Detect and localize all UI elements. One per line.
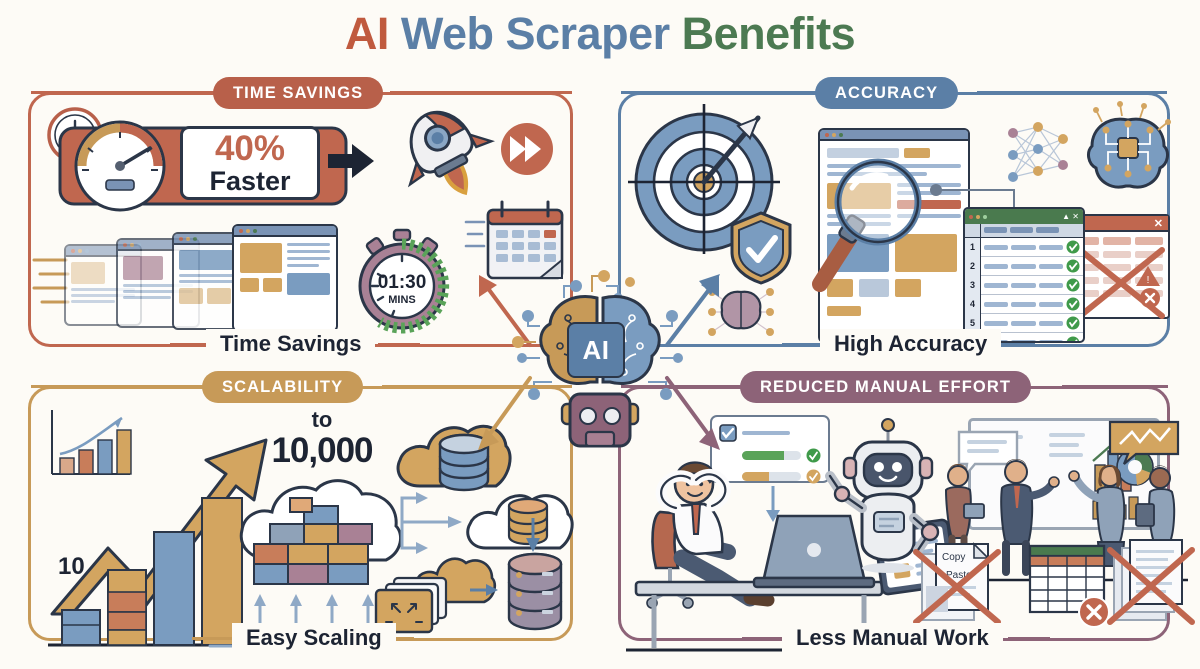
right-arrow-small-icon: [470, 584, 498, 596]
row-number: 5: [965, 313, 981, 333]
robot-icon: [825, 418, 940, 573]
scale-to-value: 10,000: [271, 431, 373, 470]
check-icon: [1066, 316, 1080, 330]
stat-panel-faster: 40% Faster: [180, 126, 320, 200]
check-icon: [1066, 240, 1080, 254]
label-time-savings: Time Savings: [206, 329, 376, 359]
scalability-bars: [48, 497, 244, 647]
badge-dash-left-bl: [31, 385, 205, 388]
crossed-papers-icon: [1107, 539, 1195, 625]
bar-chart-icon: [51, 410, 132, 475]
ai-chip-label: AI: [567, 322, 625, 378]
target-icon: [628, 104, 780, 254]
check-icon: [806, 469, 821, 484]
badge-dash-right-tl: [390, 91, 572, 94]
badge-dash-left-br: [621, 385, 743, 388]
badge-dash-left-tl: [31, 91, 216, 94]
calendar-icon: [464, 200, 564, 280]
spreadsheet-icon: ▲ ✕ 1 2: [963, 207, 1085, 343]
label-easy-scaling: Easy Scaling: [232, 623, 396, 653]
row-number: 1: [965, 237, 981, 257]
svg-text:!: !: [1147, 275, 1150, 286]
stopwatch-icon: 01:30 MINS: [358, 228, 450, 334]
badge-dash-right-br: [1062, 385, 1168, 388]
stopwatch-unit: MINS: [388, 294, 416, 306]
shield-check-icon: [730, 211, 792, 285]
check-icon: [1066, 259, 1080, 273]
title-part-webscraper: Web Scraper: [388, 8, 682, 59]
label-dash-left-br: [742, 637, 784, 640]
checklist-panel-icon: [710, 415, 830, 484]
cloud-database-secondary-icon: [466, 494, 574, 550]
brain-circuit-icon: [1087, 101, 1171, 189]
badge-time-savings[interactable]: TIME SAVINGS: [213, 77, 384, 109]
warning-icon: !: [1136, 266, 1160, 286]
crossed-documents-icon: Copy Paste: [913, 542, 1001, 625]
label-high-accuracy: High Accuracy: [820, 329, 1002, 359]
scale-out-icon: [374, 557, 497, 634]
arrow-right-icon: [328, 144, 374, 178]
checkbox-icon: [719, 424, 737, 442]
brain-network-icon: [708, 288, 774, 336]
hub-arrows-top: [479, 274, 720, 347]
title-part-benefits: Benefits: [681, 8, 856, 59]
scale-to-word: to: [311, 407, 333, 432]
stat-percent-word: Faster: [209, 166, 291, 196]
badge-reduced-manual-effort[interactable]: REDUCED MANUAL EFFORT: [740, 371, 1032, 403]
paste-label: Paste: [946, 570, 972, 581]
page-title: AI Web Scraper Benefits: [0, 8, 1200, 60]
scale-from-value: 10: [58, 553, 85, 580]
scale-to-block: to 10,000: [252, 408, 392, 470]
label-less-manual-work: Less Manual Work: [782, 623, 1003, 653]
copy-label: Copy: [942, 552, 965, 563]
check-icon: [1066, 336, 1080, 341]
rocket-icon: [407, 110, 496, 196]
badge-dash-right-bl: [382, 385, 572, 388]
spreadsheet-titlebar: ▲ ✕: [965, 209, 1083, 224]
distribute-arrows-icon: [400, 492, 462, 554]
stopwatch-time: 01:30: [378, 272, 427, 293]
badge-scalability[interactable]: SCALABILITY: [202, 371, 364, 403]
magnifier-icon: [812, 158, 922, 292]
label-dash-right-br: [1008, 637, 1050, 640]
down-arrow-icon: [526, 518, 540, 552]
database-icon: [507, 552, 563, 631]
cloud-blocks-icon: [239, 479, 403, 585]
hub-arrows-bottom: [478, 376, 720, 450]
speech-bubble-icon: [957, 430, 1019, 481]
check-icon: [806, 448, 821, 463]
label-dash-left-tr: [782, 343, 824, 346]
check-icon: [1066, 297, 1080, 311]
row-number: 2: [965, 256, 981, 276]
badge-dash-left-tr: [621, 91, 817, 94]
row-number: 4: [965, 294, 981, 314]
stat-percent: 40%: [214, 129, 286, 168]
laptop-icon: [752, 514, 876, 589]
ai-hub: AI: [520, 272, 680, 448]
neural-net-icon: [1008, 122, 1068, 182]
relaxed-person-icon: [646, 461, 775, 609]
check-icon: [1066, 278, 1080, 292]
crossed-spreadsheet-icon: [1028, 544, 1110, 628]
down-arrow-icon: [766, 486, 780, 522]
label-dash-left-tl: [170, 343, 212, 346]
browser-stack-icon: [32, 222, 340, 332]
robot-head-icon: [560, 392, 640, 448]
trend-bubble-icon: [1108, 420, 1180, 465]
label-dash-left-bl: [192, 637, 234, 640]
label-dash-right-tr: [993, 343, 1035, 346]
badge-accuracy[interactable]: ACCURACY: [815, 77, 959, 109]
error-badge-icon: [1140, 288, 1160, 308]
badge-dash-right-tr: [977, 91, 1167, 94]
spreadsheet-rows: 1 2 3 4: [965, 237, 1083, 341]
row-number: 3: [965, 275, 981, 295]
fast-forward-icon: [501, 123, 553, 175]
label-dash-right-tl: [378, 343, 420, 346]
error-table-close-icon: ✕: [1066, 216, 1168, 232]
title-part-ai: AI: [344, 8, 390, 59]
speed-lines-icon: [32, 258, 70, 304]
